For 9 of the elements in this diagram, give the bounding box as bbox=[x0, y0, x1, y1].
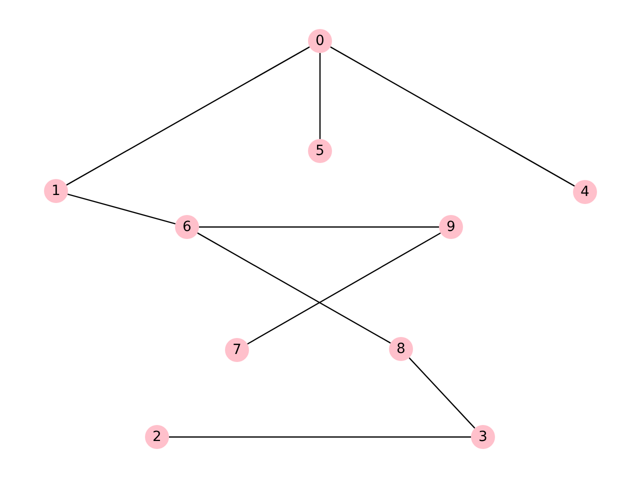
edge-line bbox=[247, 232, 441, 345]
edge-line bbox=[408, 357, 476, 429]
edge-line bbox=[199, 226, 439, 228]
edge-line bbox=[66, 46, 310, 186]
edge-line bbox=[67, 194, 176, 224]
edge-line bbox=[330, 46, 575, 187]
edge-line bbox=[197, 232, 391, 344]
edge-line bbox=[319, 53, 321, 139]
edge-line bbox=[169, 436, 471, 438]
